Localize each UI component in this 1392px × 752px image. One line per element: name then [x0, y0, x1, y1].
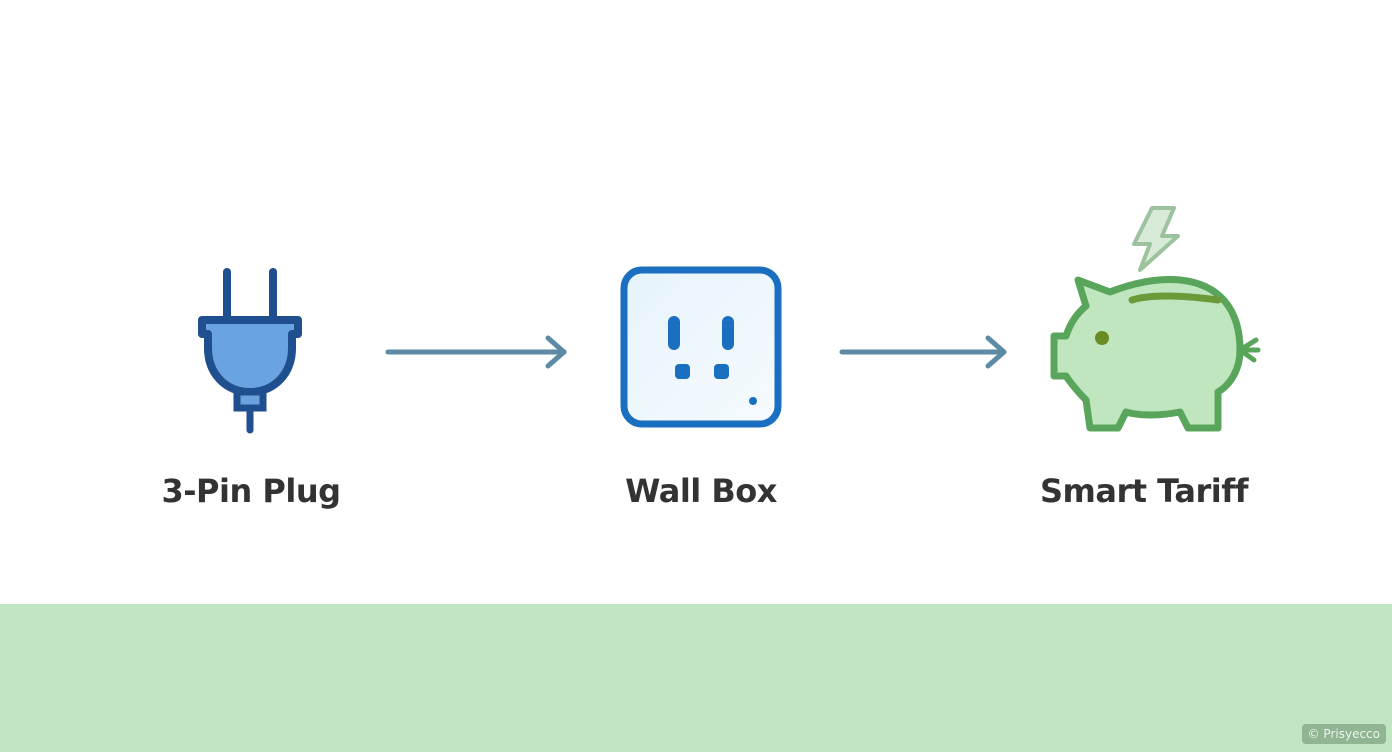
lightning-icon [1132, 206, 1180, 272]
arrow-icon [839, 335, 1007, 369]
watermark: © Prisyecco [1301, 724, 1386, 744]
plug-icon [198, 268, 302, 434]
step-label: Wall Box [625, 472, 777, 510]
wall-socket-icon [620, 266, 782, 428]
step-label: Smart Tariff [1039, 472, 1249, 510]
step-label: 3-Pin Plug [161, 472, 342, 510]
footer-band: © Prisyecco [0, 604, 1392, 752]
arrow-icon [385, 335, 567, 369]
piggy-bank-icon [1050, 206, 1261, 432]
